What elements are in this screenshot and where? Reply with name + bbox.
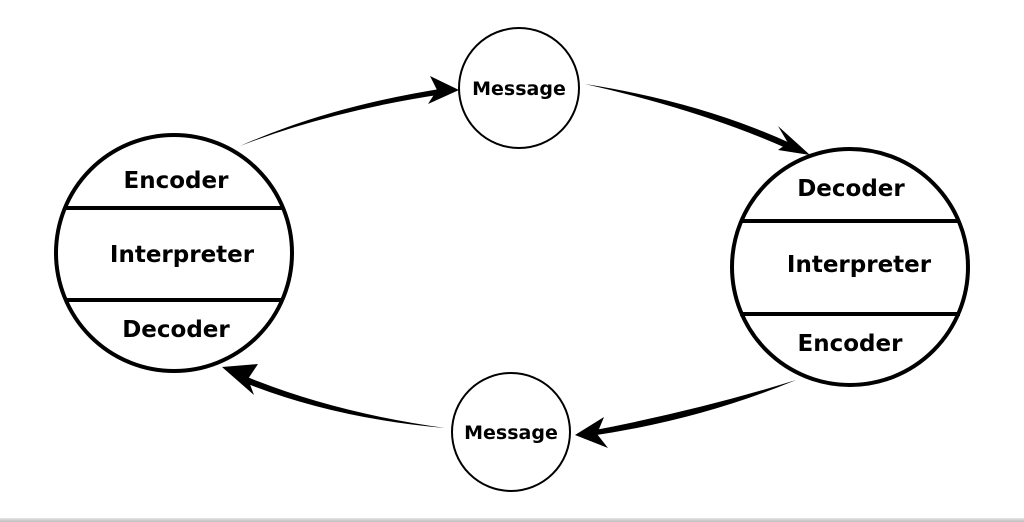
right-node-bottom-label: Encoder [798, 331, 904, 357]
bottom-message-node: Message [451, 372, 571, 492]
left-node-bottom-label: Decoder [122, 317, 230, 343]
bottom-message-label: Message [464, 422, 558, 444]
bottom-edge-shadow [0, 518, 1024, 522]
arrow-left-to-top-message [240, 76, 459, 146]
bottom-message-circle [451, 372, 571, 492]
left-node-top-label: Encoder [124, 168, 230, 194]
arrow-top-message-to-right-node [585, 84, 810, 155]
left-node-circle [54, 133, 294, 373]
right-node-circle [730, 147, 970, 387]
left-node-middle-label: Interpreter [110, 242, 255, 268]
top-message-node: Message [458, 27, 580, 149]
arrow-right-node-to-bottom-message [575, 380, 796, 448]
right-communicator-node: Decoder Interpreter Encoder [730, 147, 970, 387]
top-message-circle [458, 27, 580, 149]
arrow-bottom-message-to-left-node [222, 364, 445, 428]
right-node-top-label: Decoder [797, 176, 905, 202]
left-communicator-node: Encoder Interpreter Decoder [54, 133, 294, 373]
right-node-middle-label: Interpreter [787, 252, 932, 278]
top-message-label: Message [472, 78, 566, 100]
